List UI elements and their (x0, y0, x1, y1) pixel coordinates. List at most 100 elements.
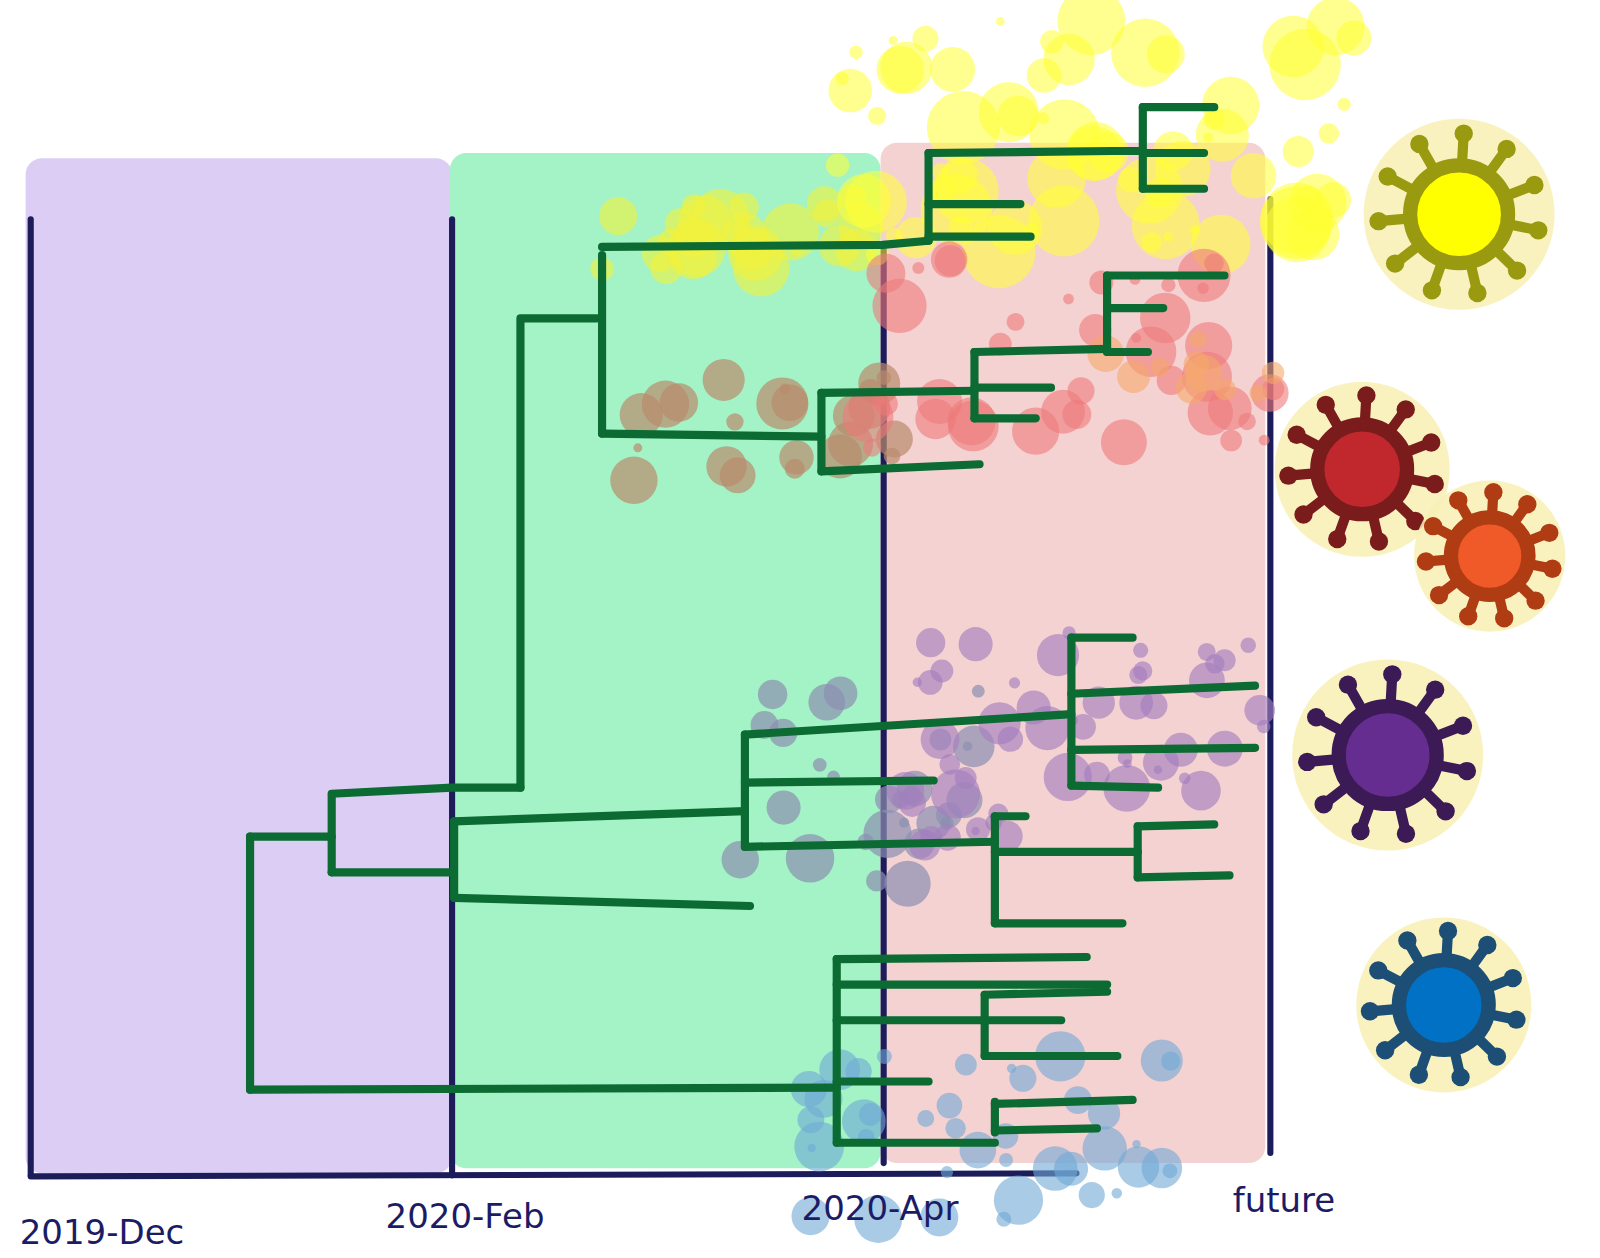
bubble (937, 1093, 963, 1119)
tree-branch (1143, 149, 1204, 157)
virus-knob (1357, 386, 1375, 404)
bubble (1079, 1182, 1105, 1208)
virus-knob (1397, 400, 1415, 418)
bubble (945, 1118, 966, 1139)
bubble (1161, 278, 1175, 292)
bubble (1283, 136, 1314, 167)
tree-branch (821, 464, 979, 471)
virus-knob (1430, 586, 1448, 604)
tree-branch (454, 898, 750, 906)
tree-branch (985, 992, 1107, 995)
time-band (450, 153, 881, 1168)
bubble (1067, 377, 1094, 404)
tree-branch (991, 816, 999, 923)
virus-knob (1449, 491, 1467, 509)
virus-knob (1328, 530, 1346, 548)
bubble (916, 628, 945, 657)
time-band (26, 158, 452, 1173)
virus-knob (1378, 167, 1396, 185)
tree-branch (454, 811, 745, 821)
bubble (807, 186, 842, 221)
bubble (966, 817, 990, 841)
bubble (620, 393, 663, 436)
tree-branch (995, 1128, 1097, 1130)
bubble (706, 446, 746, 486)
bubble (889, 36, 898, 45)
virus-knob (1504, 969, 1522, 987)
tree-branch (741, 735, 749, 847)
viruses (1275, 119, 1566, 1093)
bubble (703, 359, 745, 401)
virus-knob (1424, 517, 1442, 535)
tree-branch (985, 1016, 1062, 1024)
bubble (1261, 182, 1334, 255)
bubble (658, 228, 685, 255)
virus-knob (1468, 284, 1486, 302)
bubble (845, 171, 907, 233)
bubble (826, 154, 849, 177)
bubble (650, 252, 682, 284)
bubble (899, 818, 909, 828)
bubble (785, 459, 805, 479)
tree-branch (924, 153, 932, 241)
time-bands (26, 143, 1266, 1173)
bubble (885, 861, 931, 907)
bubble (866, 254, 905, 293)
bubble (868, 107, 886, 125)
bubble (758, 680, 788, 710)
virus-knob (1478, 936, 1496, 954)
bubble (1040, 30, 1063, 53)
bubble (960, 1132, 997, 1169)
virus-knob (1540, 524, 1558, 542)
virus-knob (1543, 560, 1561, 578)
virus-knob (1529, 221, 1547, 239)
bubble (1150, 358, 1169, 377)
bubble (849, 46, 862, 59)
virus-knob (1526, 591, 1544, 609)
virus-glow (1356, 917, 1531, 1092)
bubble (1240, 637, 1256, 653)
tree-branch (1067, 638, 1075, 786)
tree-branch (1071, 634, 1132, 642)
bubble (1133, 643, 1148, 658)
virus-body (1410, 165, 1508, 263)
bubble (1140, 692, 1167, 719)
time-label: future (1233, 1180, 1336, 1220)
tree-branch (1071, 748, 1255, 750)
axis-line (28, 219, 34, 1175)
tree-branch (995, 848, 1138, 856)
virus-icon (1414, 480, 1565, 631)
virus-knob (1307, 708, 1325, 726)
tree-branch (981, 995, 989, 1056)
virus-knob (1518, 495, 1536, 513)
tree-branch (1134, 826, 1142, 877)
virus-knob (1386, 254, 1404, 272)
tree-branch (745, 842, 995, 847)
bubble (1161, 1052, 1180, 1071)
tree-branch (995, 919, 1123, 927)
bubble (1033, 1146, 1078, 1191)
axis-line (449, 219, 455, 1175)
bubbles (590, 0, 1371, 1243)
tree-branch (520, 318, 597, 787)
virus-knob (1317, 396, 1335, 414)
bubble (1186, 355, 1223, 392)
tree-branch (1107, 304, 1163, 312)
virus-knob (1351, 822, 1369, 840)
tree-branch (250, 833, 332, 841)
bubble (1203, 132, 1213, 142)
bubble (726, 413, 743, 430)
bubble (610, 457, 657, 504)
virus-knob (1398, 931, 1416, 949)
bubble (1118, 1146, 1159, 1187)
bubble (1197, 283, 1208, 294)
bubble (722, 213, 767, 258)
tree-branch (929, 151, 1113, 153)
virus-knob (1315, 795, 1333, 813)
bubble (1141, 1039, 1183, 1081)
tree-branch (995, 812, 1026, 820)
tree-branch (821, 391, 974, 393)
tree-branch (837, 1077, 929, 1085)
tree-branch (1143, 103, 1214, 111)
